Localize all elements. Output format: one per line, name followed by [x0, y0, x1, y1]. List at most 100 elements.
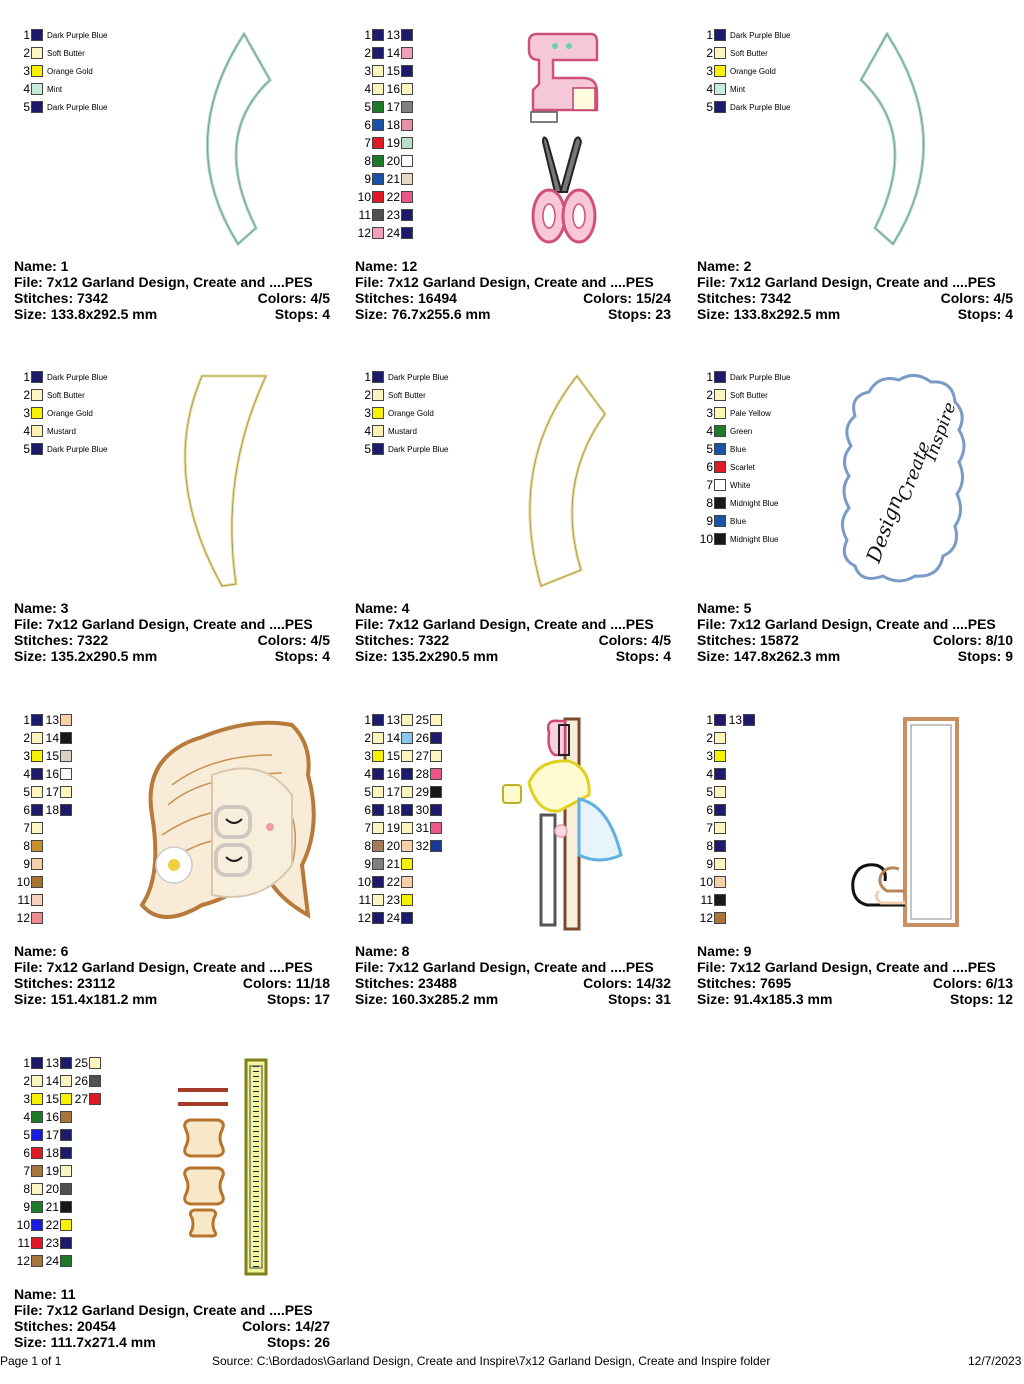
thread-color-swatch — [31, 389, 43, 401]
thread-color-item: 22 — [43, 1216, 72, 1234]
thread-color-item: 10 — [697, 873, 726, 891]
thread-color-swatch — [714, 47, 726, 59]
thread-color-swatch — [401, 912, 413, 924]
thread-color-item: 8 — [14, 837, 43, 855]
thread-color-swatch — [31, 1255, 43, 1267]
thread-color-item: 3 — [355, 747, 384, 765]
thread-color-item: 4 — [355, 765, 384, 783]
thread-color-swatch — [31, 858, 43, 870]
thread-color-name: Midnight Blue — [730, 534, 779, 544]
thread-color-item: 11 — [14, 891, 43, 909]
thread-color-item: 11 — [355, 206, 384, 224]
thread-color-swatch — [714, 407, 726, 419]
thread-color-item: 19 — [384, 134, 413, 152]
thread-color-swatch — [31, 750, 43, 762]
thread-color-item: 5 — [697, 783, 726, 801]
thread-color-number: 11 — [700, 893, 713, 907]
thread-color-number: 8 — [23, 1182, 30, 1196]
thread-color-number: 1 — [23, 28, 30, 42]
thread-color-swatch — [401, 65, 413, 77]
thread-color-item: 16 — [384, 80, 413, 98]
design-stitches: Stitches: 7342 — [697, 290, 792, 306]
thread-color-item: 1 — [355, 26, 384, 44]
thread-color-item: 5 — [355, 783, 384, 801]
footer-date: 12/7/2023 — [968, 1354, 1022, 1368]
thread-color-item: 7 — [697, 819, 726, 837]
thread-color-number: 25 — [74, 1056, 88, 1070]
thread-color-number: 4 — [23, 1110, 30, 1124]
thread-color-swatch — [401, 29, 413, 41]
thread-color-item: 10 — [355, 873, 384, 891]
thread-color-item: 11 — [14, 1234, 43, 1252]
thread-color-number: 23 — [386, 893, 400, 907]
thread-color-swatch — [372, 407, 384, 419]
thread-color-item: 16 — [384, 765, 413, 783]
thread-color-item: 4 — [14, 765, 43, 783]
thread-color-number: 3 — [23, 749, 30, 763]
thread-color-name: Mint — [730, 84, 746, 94]
thread-color-item: 22 — [384, 873, 413, 891]
thread-color-item: 2 — [697, 729, 726, 747]
design-stops: Stops: 4 — [957, 306, 1013, 322]
arc-applique-artwork — [859, 32, 925, 247]
thread-color-swatch — [31, 714, 43, 726]
thread-color-row: 12 — [14, 909, 72, 927]
thread-color-item: 1 — [14, 711, 43, 729]
thread-color-swatch — [372, 65, 384, 77]
thread-color-swatch — [31, 371, 43, 383]
thread-color-number: 10 — [357, 190, 371, 204]
thread-color-item: 6 — [697, 801, 726, 819]
thread-color-name: Soft Butter — [730, 390, 768, 400]
design-file: File: 7x12 Garland Design, Create and ..… — [697, 274, 996, 290]
thread-color-swatch — [31, 1147, 43, 1159]
thread-color-item: 3 — [355, 62, 384, 80]
design-info: Name: 2 File: 7x12 Garland Design, Creat… — [697, 258, 1013, 322]
thread-color-number: 5 — [364, 442, 371, 456]
design-file: File: 7x12 Garland Design, Create and ..… — [355, 616, 654, 632]
thread-color-number: 24 — [45, 1254, 59, 1268]
thread-color-swatch — [372, 227, 384, 239]
thread-color-item: 24 — [384, 224, 413, 242]
thread-color-swatch — [430, 786, 442, 798]
thread-color-number: 21 — [386, 857, 400, 871]
design-info: Name: 4 File: 7x12 Garland Design, Creat… — [355, 600, 671, 664]
thread-color-swatch — [401, 750, 413, 762]
thread-color-number: 6 — [364, 118, 371, 132]
thread-color-number: 22 — [386, 875, 400, 889]
thread-color-swatch — [372, 714, 384, 726]
thread-color-item: 18 — [384, 116, 413, 134]
thread-color-name: Scarlet — [730, 462, 755, 472]
thread-color-swatch — [372, 732, 384, 744]
thread-color-number: 15 — [45, 1092, 59, 1106]
thread-color-swatch — [430, 804, 442, 816]
thread-color-row: 10 — [697, 873, 755, 891]
design-file: File: 7x12 Garland Design, Create and ..… — [14, 959, 313, 975]
thread-color-row: 10 — [14, 873, 72, 891]
design-stitches: Stitches: 16494 — [355, 290, 457, 306]
thread-color-name: Orange Gold — [47, 408, 93, 418]
thread-color-number: 9 — [23, 1200, 30, 1214]
thread-color-item: 3 — [14, 747, 43, 765]
thread-color-number: 7 — [706, 821, 713, 835]
design-size: Size: 151.4x181.2 mm — [14, 991, 158, 1007]
thread-color-number: 3 — [706, 749, 713, 763]
thread-color-name: Dark Purple Blue — [730, 30, 791, 40]
thread-color-item: 2 — [355, 44, 384, 62]
